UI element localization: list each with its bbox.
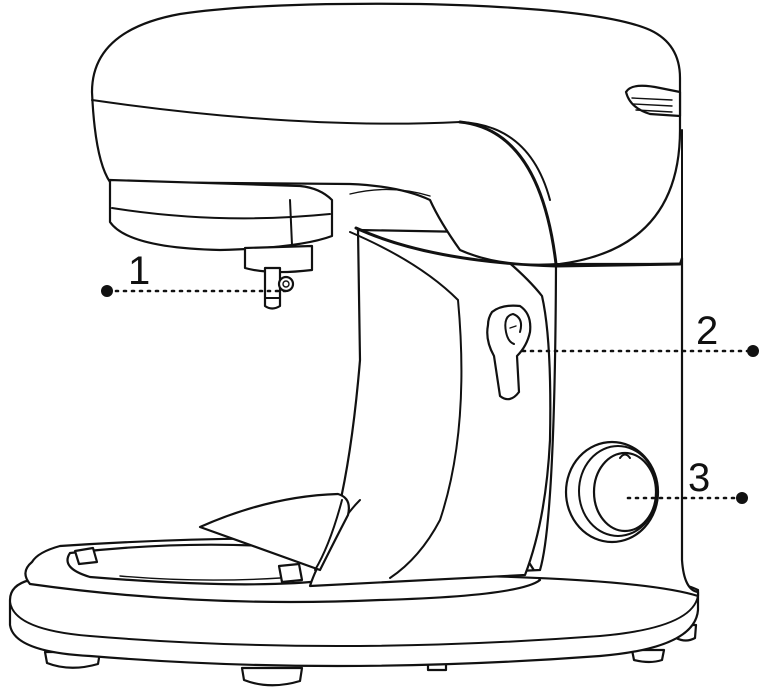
speed-control-knob — [564, 440, 660, 544]
bowl-recess — [198, 492, 350, 572]
callout-number-2: 2 — [696, 309, 718, 353]
mixer-head — [90, 2, 682, 266]
head-lock-lever — [486, 304, 532, 401]
beater-shaft — [263, 266, 295, 310]
callout-number-1: 1 — [128, 249, 150, 293]
planetary-hub — [108, 178, 431, 274]
callout-number-3: 3 — [688, 456, 710, 500]
mixer-base — [8, 537, 700, 668]
callout-leaders — [101, 285, 759, 504]
